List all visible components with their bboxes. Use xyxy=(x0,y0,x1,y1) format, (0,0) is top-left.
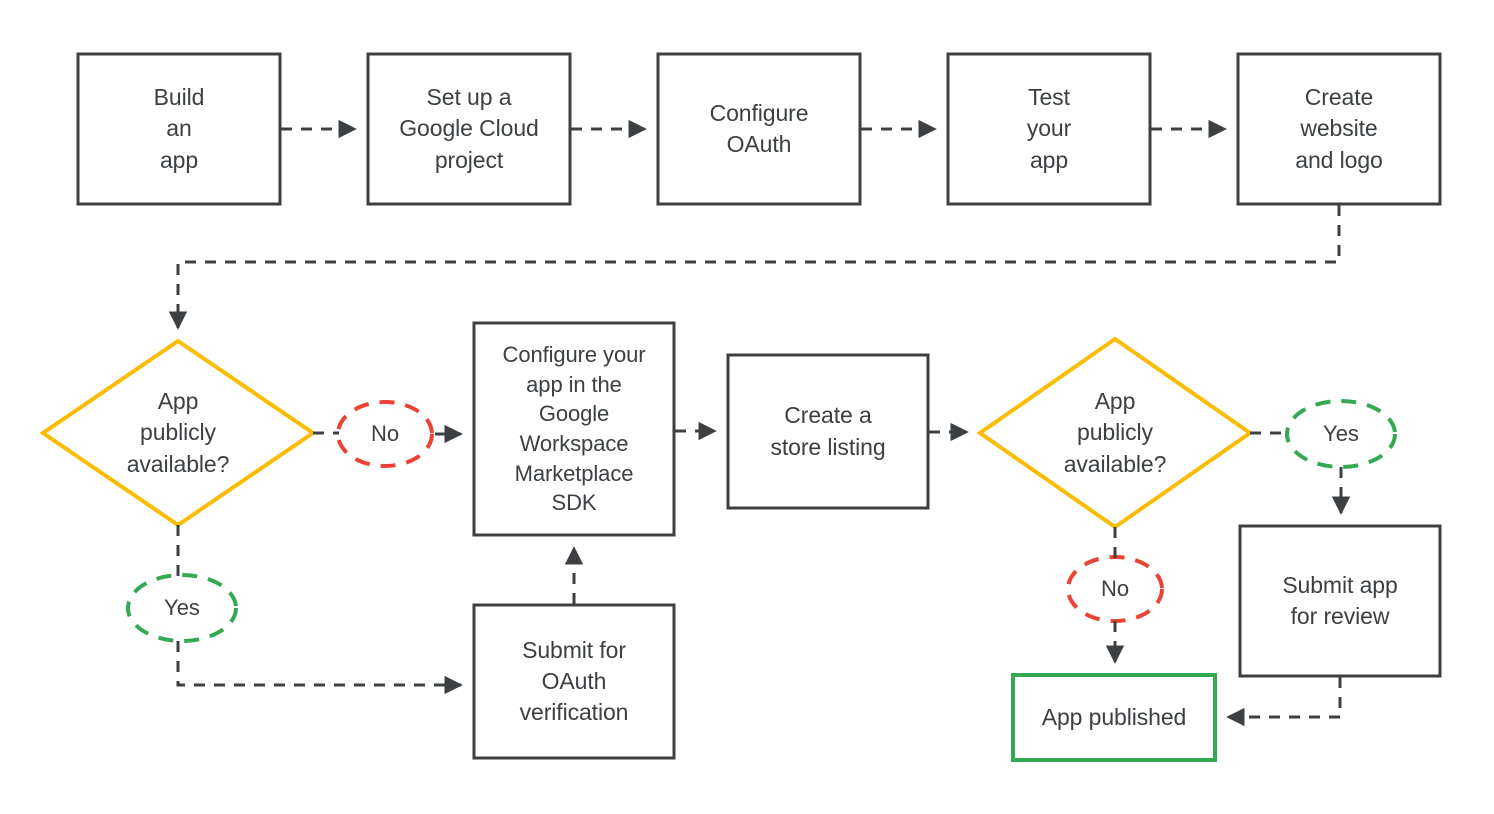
edge-label-outlines xyxy=(126,399,1397,643)
node-setup-project-shape[interactable] xyxy=(366,52,572,206)
node-decision-one-shape[interactable] xyxy=(39,338,317,528)
edge-label-no-two-outline xyxy=(1066,555,1164,623)
edge-label-no-one-outline xyxy=(336,400,434,468)
connector-lines xyxy=(168,119,1351,727)
node-submit-review-shape[interactable] xyxy=(1238,524,1442,678)
node-submit-oauth-shape[interactable] xyxy=(472,603,676,760)
connector-stubs xyxy=(176,431,1288,576)
node-create-listing-shape[interactable] xyxy=(726,353,930,510)
node-test-app-shape[interactable] xyxy=(946,52,1152,206)
connector-submit-review-to-published xyxy=(1226,677,1342,727)
connector-website-to-decision-one xyxy=(168,205,1341,330)
node-configure-sdk-shape[interactable] xyxy=(472,321,676,537)
edge-label-yes-two-outline xyxy=(1285,399,1397,469)
node-build-app-shape[interactable] xyxy=(76,52,282,206)
node-app-published-shape[interactable] xyxy=(1011,673,1217,762)
connector-decision-one-yes-to-submit-oauth xyxy=(176,641,463,695)
node-shapes xyxy=(39,52,1442,762)
node-decision-two-shape[interactable] xyxy=(976,336,1254,530)
node-create-website-shape[interactable] xyxy=(1236,52,1442,206)
node-configure-oauth-shape[interactable] xyxy=(656,52,862,206)
edge-label-yes-one-outline xyxy=(126,573,238,643)
